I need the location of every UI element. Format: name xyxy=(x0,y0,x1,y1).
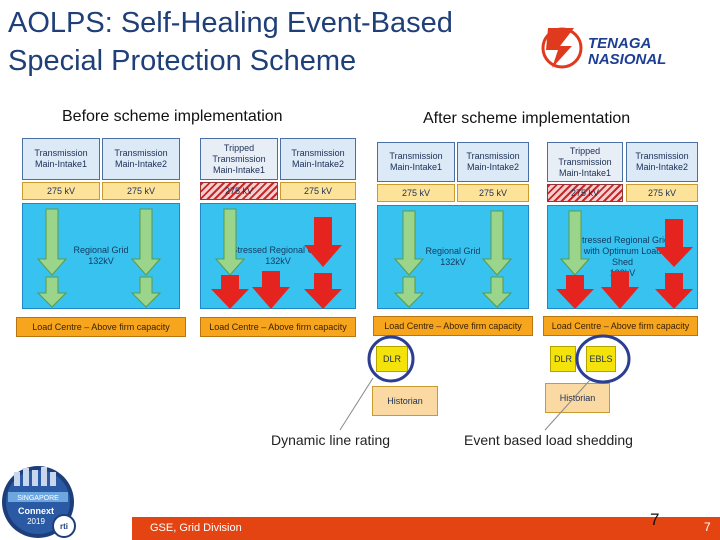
d1-arrow-left-lower xyxy=(36,276,68,308)
d2-grid-kv: 132kV xyxy=(265,256,291,266)
d3-kv1: 275 kV xyxy=(377,184,455,202)
d4-arrow-red-3 xyxy=(655,273,693,309)
d4-arrow-red-1 xyxy=(556,275,594,309)
d2-intake2: Transmission Main-Intake2 xyxy=(280,138,356,180)
dlr-callout-line xyxy=(339,377,374,431)
d1-arrow-right-upper xyxy=(130,208,162,276)
d1-grid-label: Regional Grid xyxy=(73,245,129,255)
before-heading: Before scheme implementation xyxy=(62,108,283,125)
badge-brand: rti xyxy=(60,522,68,531)
d1-arrow-left-upper xyxy=(36,208,68,276)
d2-intake1: Tripped Transmission Main-Intake1 xyxy=(200,138,278,180)
badge-line3: 2019 xyxy=(27,517,45,526)
caption-ebls: Event based load shedding xyxy=(464,432,633,448)
d2-arrow-red-2 xyxy=(252,271,290,309)
slide-title-line2: Special Protection Scheme xyxy=(8,45,357,77)
after-heading: After scheme implementation xyxy=(423,110,631,127)
d4-load-centre: Load Centre – Above firm capacity xyxy=(543,316,698,336)
d1-intake1: Transmission Main-Intake1 xyxy=(22,138,100,180)
d1-load-centre: Load Centre – Above firm capacity xyxy=(16,317,186,337)
d4-intake2: Transmission Main-Intake2 xyxy=(626,142,698,182)
d4-arrow-red-right-upper xyxy=(655,219,693,267)
d3-arrow-left-lower xyxy=(393,276,425,308)
page-number-small: 7 xyxy=(704,520,711,534)
d1-intake2: Transmission Main-Intake2 xyxy=(102,138,180,180)
d3-arrows xyxy=(393,210,513,308)
d4-arrows xyxy=(556,210,693,309)
d3-grid-kv: 132kV xyxy=(440,257,466,267)
d3-dlr-box: DLR xyxy=(376,346,408,372)
d1-arrow-right-lower xyxy=(130,276,162,308)
d2-arrow-red-1 xyxy=(211,275,249,309)
badge-line2: Connext xyxy=(18,506,54,516)
d4-kv2: 275 kV xyxy=(626,184,698,202)
d2-kv1: 275 kV xyxy=(200,182,278,200)
d3-regional-grid: Regional Grid 132kV xyxy=(377,205,529,309)
footer-org: GSE, Grid Division xyxy=(150,522,242,534)
d2-grid-label: Stressed Regional Grid xyxy=(231,245,325,255)
logo-line1: TENAGA xyxy=(588,35,652,52)
tnb-logo-icon xyxy=(541,27,583,69)
d4-arrow-green xyxy=(559,210,591,276)
d4-ebls-box: EBLS xyxy=(586,346,616,372)
d3-arrow-left-upper xyxy=(393,210,425,276)
tnb-logo-text: TENAGA NASIONAL xyxy=(588,36,666,68)
connext-badge: SINGAPORE Connext 2019 rti xyxy=(2,466,76,538)
d3-intake2: Transmission Main-Intake2 xyxy=(457,142,529,182)
badge-line1: SINGAPORE xyxy=(17,495,59,502)
d4-grid-label: Stressed Regional Grid with Optimum Load… xyxy=(575,235,670,267)
d2-arrow-green xyxy=(214,208,246,276)
d3-intake1: Transmission Main-Intake1 xyxy=(377,142,455,182)
d3-grid-label: Regional Grid xyxy=(425,246,481,256)
page-number: 7 xyxy=(650,510,660,529)
d4-intake1: Tripped Transmission Main-Intake1 xyxy=(547,142,623,182)
d1-kv2: 275 kV xyxy=(102,182,180,200)
d1-kv1: 275 kV xyxy=(22,182,100,200)
d3-historian-box: Historian xyxy=(372,386,438,416)
d2-kv2: 275 kV xyxy=(280,182,356,200)
d3-load-centre: Load Centre – Above firm capacity xyxy=(373,316,533,336)
d2-load-centre: Load Centre – Above firm capacity xyxy=(200,317,356,337)
d4-arrow-red-2 xyxy=(601,271,639,309)
d2-arrow-red-3 xyxy=(304,273,342,309)
d4-dlr-box: DLR xyxy=(550,346,576,372)
slide-title-line1: AOLPS: Self-Healing Event-Based xyxy=(8,7,453,39)
d1-grid-kv: 132kV xyxy=(88,256,114,266)
d1-arrows xyxy=(36,208,162,308)
logo-line2: NASIONAL xyxy=(588,51,667,68)
d4-historian-box: Historian xyxy=(545,383,610,413)
d3-arrow-right-upper xyxy=(481,210,513,276)
d2-arrows xyxy=(211,208,342,309)
caption-dlr: Dynamic line rating xyxy=(271,432,391,448)
d3-arrow-right-lower xyxy=(481,276,513,308)
d2-arrow-red-right-upper xyxy=(304,217,342,267)
footer-bar xyxy=(132,517,720,540)
slide-title: AOLPS: Self-Healing Event-Based Special … xyxy=(8,4,568,80)
d3-kv2: 275 kV xyxy=(457,184,529,202)
d4-kv1: 275 kV xyxy=(547,184,623,202)
